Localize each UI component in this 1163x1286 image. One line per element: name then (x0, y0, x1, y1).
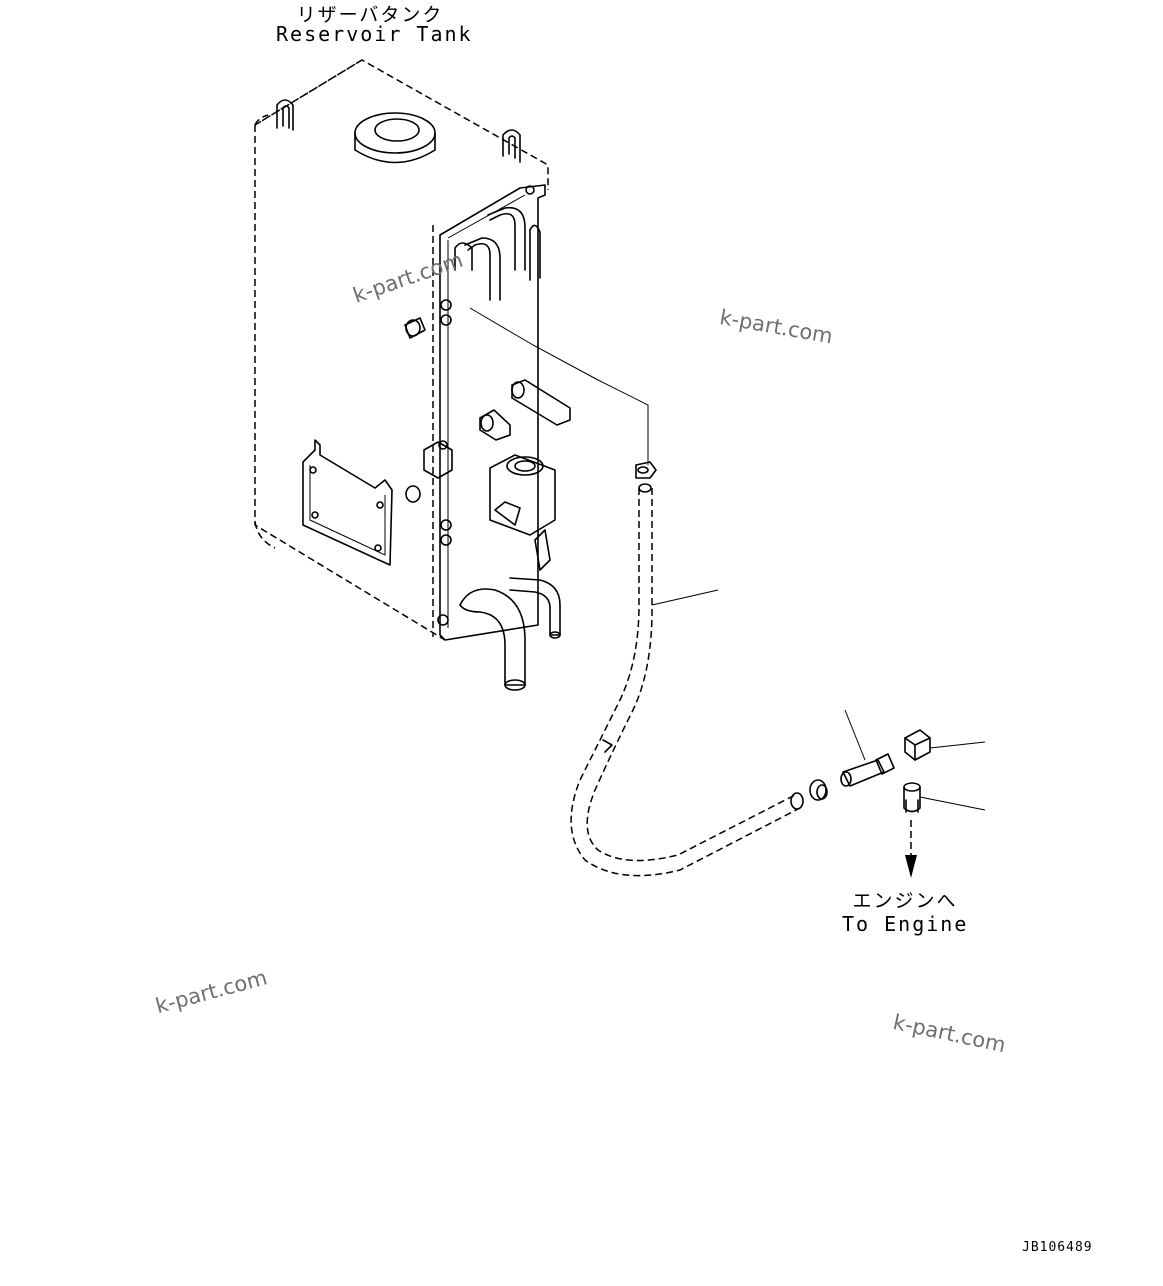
reservoir-tank-icon (254, 59, 571, 691)
arrow-down-icon (905, 820, 917, 878)
drawing-code: JB106489 (1022, 1240, 1093, 1255)
nipple-fitting-icon (840, 753, 895, 787)
reservoir-label-en: Reservoir Tank (276, 22, 473, 46)
hose-clamp-icon (809, 779, 828, 801)
hose-icon (570, 483, 804, 877)
reservoir-label-jp: リザーバタンク (296, 4, 444, 26)
engine-label-jp: エンジンへ (852, 890, 958, 912)
engine-label-en: To Engine (842, 912, 969, 936)
elbow-fitting-icon (904, 729, 931, 761)
connector-fitting-icon (903, 782, 921, 813)
hose-clamp-icon (635, 461, 657, 479)
